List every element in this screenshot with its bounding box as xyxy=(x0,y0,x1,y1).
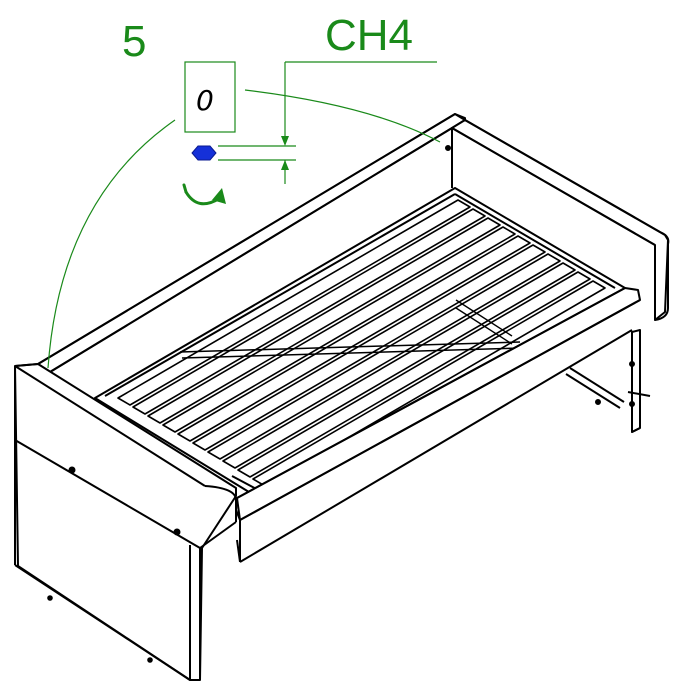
part-quantity: 0 xyxy=(196,84,214,117)
rotate-arrow-icon xyxy=(182,183,226,206)
dimension-arrows xyxy=(281,136,289,170)
right-end-panel xyxy=(451,119,670,321)
left-end-panel xyxy=(14,363,237,681)
front-rail xyxy=(235,287,641,563)
slats xyxy=(117,199,606,487)
right-leg xyxy=(565,329,651,433)
center-rail xyxy=(179,341,523,359)
part-code-label: CH4 xyxy=(325,11,413,60)
hex-bolt-icon xyxy=(191,145,217,161)
callout-leaders xyxy=(47,61,441,369)
rear-leg xyxy=(455,299,513,345)
step-number: 5 xyxy=(122,17,146,66)
quantity-box xyxy=(184,61,236,133)
